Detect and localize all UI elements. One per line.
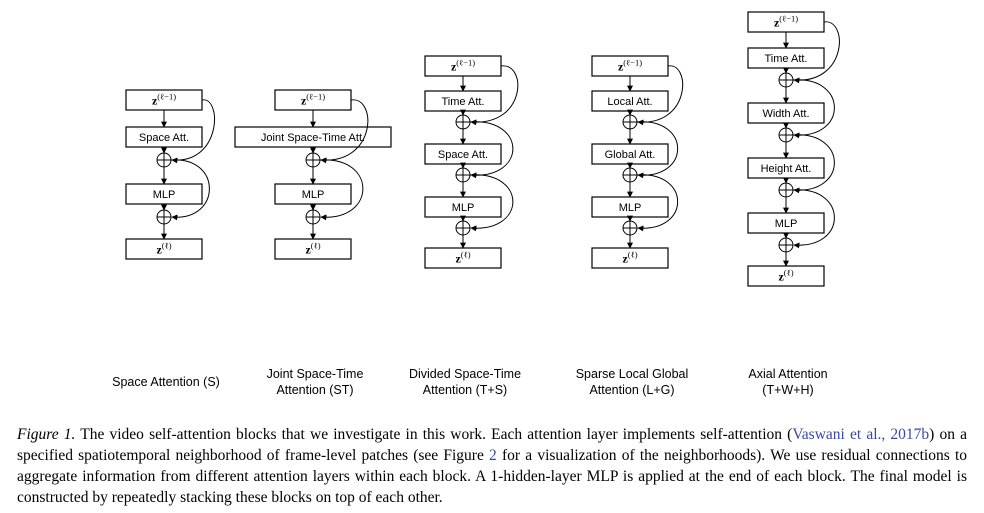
output-box — [125, 238, 203, 260]
residual-add-icon — [622, 114, 638, 130]
input-symbol: z(ℓ−1) — [774, 14, 798, 30]
layer-label: MLP — [775, 218, 798, 230]
caption-text-3: for a visualization of the neighborhoods… — [17, 447, 967, 506]
layer-label: MLP — [302, 189, 325, 201]
output-symbol: z(ℓ) — [156, 241, 171, 257]
residual-add-icon — [455, 167, 471, 183]
residual-connection — [793, 21, 840, 84]
input-symbol: z(ℓ−1) — [451, 58, 475, 74]
residual-add-icon — [778, 127, 794, 143]
residual-connection — [470, 65, 519, 126]
block-sparse: z(ℓ−1) Local Att. Global Att. MLP z(ℓ) Sparse… — [576, 55, 689, 397]
layer-label: Height Att. — [761, 163, 812, 175]
residual-add-icon — [305, 209, 321, 225]
block-divided: z(ℓ−1) Time Att. Space Att. MLP z(ℓ) Divided … — [409, 55, 521, 397]
caption-label: Figure 1. — [17, 426, 76, 443]
residual-add-icon — [778, 237, 794, 253]
output-symbol: z(ℓ) — [305, 241, 320, 257]
output-symbol: z(ℓ) — [455, 250, 470, 266]
layer-label: Time Att. — [765, 53, 808, 65]
layer-label: MLP — [452, 202, 475, 214]
caption-text-2: ) on a specified spatiotemporal neighbor… — [17, 426, 967, 464]
input-symbol: z(ℓ−1) — [618, 58, 642, 74]
output-symbol: z(ℓ) — [622, 250, 637, 266]
residual-connection — [637, 65, 684, 126]
caption-figure-ref-link[interactable]: 2 — [489, 447, 497, 464]
output-box — [274, 238, 352, 260]
residual-add-icon — [156, 152, 172, 168]
output-box — [591, 247, 669, 269]
caption-text-1: The video self-attention blocks that we … — [75, 426, 793, 443]
layer-label: Space Att. — [438, 149, 488, 161]
input-symbol: z(ℓ−1) — [152, 92, 176, 108]
attention-blocks-diagram: z(ℓ−1) Space Att. MLP z(ℓ) Space Attention (… — [112, 11, 840, 397]
output-box — [747, 265, 825, 287]
residual-connection — [171, 99, 215, 164]
layer-label: MLP — [153, 189, 176, 201]
block-joint: z(ℓ−1) Joint Space-Time Att. MLP z(ℓ) Joint … — [234, 89, 392, 397]
layer-label: Space Att. — [139, 132, 189, 144]
residual-add-icon — [455, 220, 471, 236]
output-symbol: z(ℓ) — [778, 268, 793, 284]
residual-connection — [792, 134, 835, 194]
output-box — [424, 247, 502, 269]
residual-connection — [469, 121, 514, 179]
input-symbol: z(ℓ−1) — [301, 92, 325, 108]
residual-connection — [636, 121, 678, 179]
residual-add-icon — [622, 220, 638, 236]
block-axial: z(ℓ−1) Time Att. Width Att. Height Att. MLP z… — [747, 11, 840, 397]
caption-citation-link[interactable]: Vaswani et al., 2017b — [792, 426, 930, 443]
figure-caption: Figure 1. The video self-attention block… — [17, 424, 967, 508]
layer-label: Width Att. — [762, 108, 809, 120]
layer-label: Joint Space-Time Att. — [261, 132, 365, 144]
residual-connection — [469, 174, 514, 232]
residual-connection — [792, 79, 835, 139]
layer-label: Local Att. — [607, 96, 652, 108]
residual-connection — [320, 99, 369, 164]
residual-connection — [792, 189, 835, 249]
residual-connection — [636, 174, 678, 232]
block-title: Axial Attention(T+W+H) — [748, 367, 827, 397]
residual-add-icon — [156, 209, 172, 225]
residual-add-icon — [778, 72, 794, 88]
layer-label: MLP — [619, 202, 642, 214]
residual-add-icon — [622, 167, 638, 183]
residual-add-icon — [778, 182, 794, 198]
block-space: z(ℓ−1) Space Att. MLP z(ℓ) Space Attention (… — [112, 89, 220, 389]
layer-label: Time Att. — [442, 96, 485, 108]
layer-label: Global Att. — [605, 149, 656, 161]
residual-add-icon — [455, 114, 471, 130]
residual-add-icon — [305, 152, 321, 168]
residual-connection — [319, 159, 364, 221]
block-title: Space Attention (S) — [112, 375, 220, 389]
residual-connection — [170, 159, 210, 221]
